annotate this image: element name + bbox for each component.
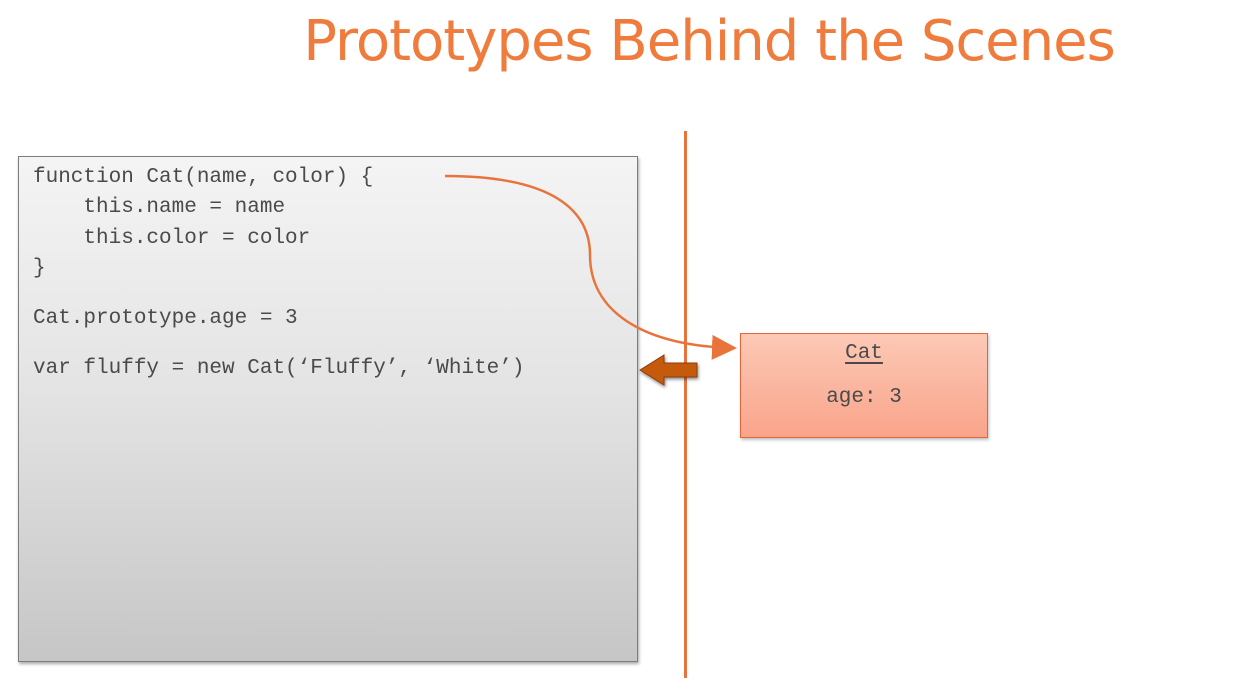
code-line-function-declaration: function Cat(name, color) { [33,166,374,189]
cat-prototype-box: Cat age: 3 [740,333,988,438]
scope-divider-line [684,131,687,678]
code-panel: function Cat(name, color) { this.name = … [18,156,638,662]
code-line-assign-name: this.name = name [33,196,286,219]
prototype-box-title: Cat [845,342,883,365]
code-line-assign-color: this.color = color [33,227,311,250]
slide-title: Prototypes Behind the Scenes [303,9,1116,74]
code-line-new-instance: var fluffy = new Cat(‘Fluffy’, ‘White’) [33,357,525,380]
code-line-closing-brace: } [33,257,46,280]
instance-arrow-icon [639,354,698,386]
code-line-prototype-age: Cat.prototype.age = 3 [33,307,298,330]
prototype-box-property: age: 3 [826,386,902,409]
